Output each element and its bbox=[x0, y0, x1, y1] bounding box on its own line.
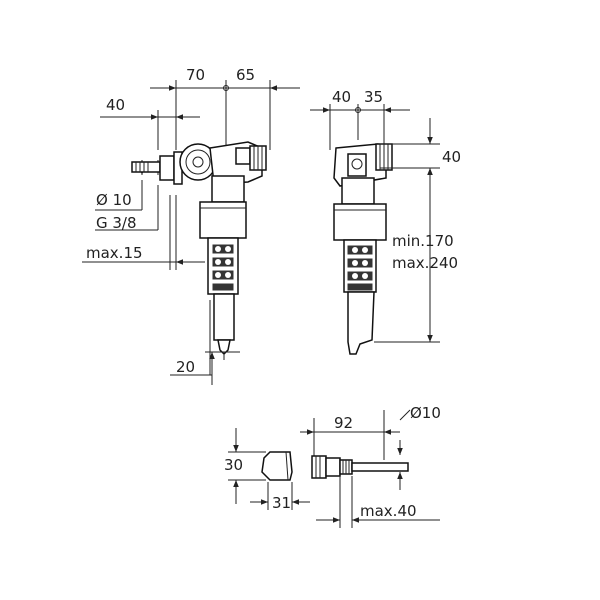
min-170-label: min.170 bbox=[392, 232, 454, 250]
max-240-label: max.240 bbox=[392, 254, 458, 272]
bottom-top-dimension bbox=[300, 409, 411, 490]
side-20-dimension bbox=[170, 300, 240, 385]
valve-side-body bbox=[131, 141, 267, 360]
cap-dimensions bbox=[228, 428, 310, 510]
side-left-callouts bbox=[82, 160, 205, 270]
front-view: 40 35 bbox=[310, 88, 461, 355]
dim-65-label: 65 bbox=[236, 66, 255, 84]
max-15-label: max.15 bbox=[86, 244, 143, 262]
dim-70-label: 70 bbox=[186, 66, 205, 84]
dim-31-label: 31 bbox=[272, 494, 291, 512]
front-right-dimension bbox=[374, 118, 440, 343]
front-dim-35-label: 35 bbox=[364, 88, 383, 106]
side-view: 70 65 40 Ø 10 G 3/8 max.15 bbox=[82, 66, 300, 385]
inlet-connector bbox=[311, 455, 409, 479]
cap-fitting bbox=[261, 451, 293, 481]
bottom-diameter-10-label: Ø10 bbox=[410, 404, 441, 422]
front-dim-40-right-label: 40 bbox=[442, 148, 461, 166]
bottom-view: 92 Ø10 30 31 bbox=[224, 404, 441, 528]
front-dim-40-label: 40 bbox=[332, 88, 351, 106]
valve-front-body bbox=[333, 143, 393, 355]
dim-20-label: 20 bbox=[176, 358, 195, 376]
side-40-dimension bbox=[100, 110, 200, 150]
max-40-label: max.40 bbox=[360, 502, 417, 520]
max-40-dimension bbox=[316, 476, 440, 528]
dim-40-label: 40 bbox=[106, 96, 125, 114]
side-top-dimension bbox=[150, 80, 300, 150]
thread-label: G 3/8 bbox=[96, 214, 137, 232]
front-top-dimension bbox=[310, 104, 410, 150]
dim-92-label: 92 bbox=[334, 414, 353, 432]
dim-30-label: 30 bbox=[224, 456, 243, 474]
diameter-10-label: Ø 10 bbox=[96, 191, 132, 209]
